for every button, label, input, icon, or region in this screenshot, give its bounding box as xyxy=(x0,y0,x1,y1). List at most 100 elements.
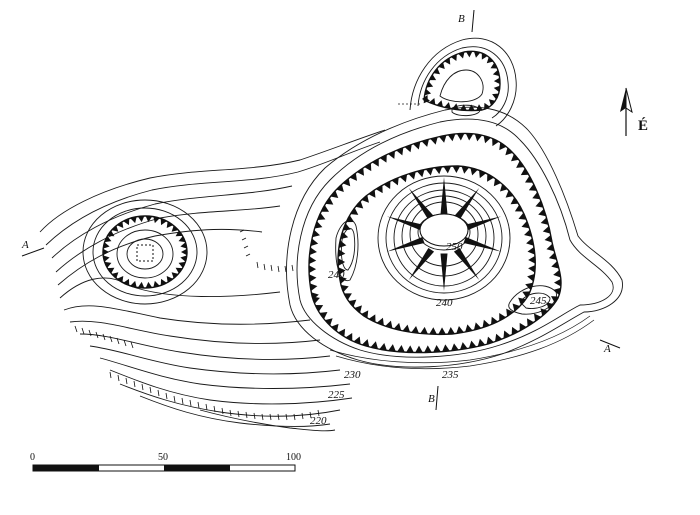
rampart-triangle xyxy=(533,313,542,322)
rampart-triangle xyxy=(145,215,153,223)
northern-rampart-triangles xyxy=(421,51,501,111)
rampart-triangle xyxy=(474,133,483,142)
rampart-triangle xyxy=(450,54,457,62)
rampart-triangle xyxy=(345,332,353,341)
rampart-triangle xyxy=(356,167,365,176)
rampart-triangle xyxy=(420,326,428,335)
rampart-triangle xyxy=(104,235,112,243)
slope-hachures xyxy=(74,229,320,421)
rampart-triangle xyxy=(421,139,429,147)
rampart-triangle xyxy=(408,171,416,180)
rampart-triangle xyxy=(153,216,160,224)
rampart-triangle xyxy=(554,278,562,287)
rampart-triangle xyxy=(516,160,525,168)
rampart-triangle xyxy=(385,320,393,329)
inner-rampart-triangles xyxy=(338,165,536,335)
rampart-triangle xyxy=(434,166,443,175)
star-ray xyxy=(440,177,448,215)
rampart-triangle xyxy=(465,51,473,58)
rampart-triangle xyxy=(505,190,514,198)
rampart-triangle xyxy=(443,166,452,174)
rampart-triangle xyxy=(451,343,459,351)
rampart-triangle xyxy=(364,163,372,172)
rampart-triangle xyxy=(103,242,110,249)
rampart-triangle xyxy=(506,308,514,317)
rampart-triangle xyxy=(346,215,355,223)
rampart-triangle xyxy=(444,57,451,65)
rampart-triangle xyxy=(178,261,186,269)
rampart-triangle xyxy=(130,280,137,288)
rampart-triangle xyxy=(338,249,346,257)
rampart-triangle xyxy=(553,269,561,278)
rampart-triangle xyxy=(397,344,405,353)
rampart-triangle xyxy=(447,327,455,335)
rampart-triangle xyxy=(104,261,112,269)
rampart-triangle xyxy=(491,316,499,325)
rampart-triangle xyxy=(180,255,187,262)
rampart-triangle xyxy=(452,103,459,110)
western-rampart-triangles xyxy=(103,215,187,289)
rampart-triangle xyxy=(393,322,402,331)
rampart-triangle xyxy=(309,265,317,274)
star-ray xyxy=(408,247,435,281)
rampart-triangle xyxy=(460,104,467,111)
rampart-triangle xyxy=(339,276,347,284)
rampart-triangle xyxy=(528,255,536,264)
north-label: É xyxy=(638,117,648,134)
rampart-triangle xyxy=(117,221,124,229)
rampart-triangle xyxy=(438,135,447,143)
rampart-triangle xyxy=(429,327,437,335)
rampart-triangle xyxy=(103,248,109,256)
rampart-triangle xyxy=(123,218,130,226)
rampart-triangle xyxy=(492,69,500,77)
rampart-triangle xyxy=(544,234,553,243)
rampart-triangle xyxy=(473,322,482,331)
rampart-triangle xyxy=(499,142,507,151)
rampart-triangle xyxy=(342,223,351,231)
scale-label-100: 100 xyxy=(286,452,301,463)
rampart-triangle xyxy=(319,311,328,320)
rampart-triangle xyxy=(145,281,153,289)
rampart-triangle xyxy=(546,243,555,252)
rampart-triangle xyxy=(535,200,544,208)
rampart-triangle xyxy=(433,67,441,75)
rampart-triangle xyxy=(426,81,434,88)
rampart-triangle xyxy=(522,291,531,299)
contour-label-230: 230 xyxy=(344,369,361,381)
rampart-triangle xyxy=(348,299,357,308)
rampart-triangle xyxy=(338,258,346,266)
summit-plateau xyxy=(419,213,469,247)
rampart-triangle xyxy=(527,246,535,255)
rampart-triangle xyxy=(379,342,387,351)
rampart-triangle xyxy=(461,166,470,174)
rampart-triangle xyxy=(468,340,477,349)
rampart-triangle xyxy=(551,261,560,269)
rampart-triangle xyxy=(166,275,173,283)
rampart-triangle xyxy=(424,345,432,353)
rampart-triangle xyxy=(430,136,438,145)
rampart-triangle xyxy=(383,181,391,190)
rampart-triangle xyxy=(481,52,488,60)
rampart-triangle xyxy=(388,344,396,352)
rampart-triangle xyxy=(166,221,173,229)
western-enclosure xyxy=(82,199,208,305)
rampart-triangle xyxy=(175,267,183,274)
rampart-triangle xyxy=(396,147,404,156)
rampart-triangle xyxy=(321,205,330,212)
rampart-triangle xyxy=(330,190,339,199)
rampart-triangle xyxy=(510,197,519,205)
scale-bar xyxy=(32,464,296,472)
rampart-triangle xyxy=(368,189,376,198)
rampart-triangle xyxy=(511,153,519,162)
rampart-triangle xyxy=(527,273,535,282)
rampart-triangle xyxy=(130,216,137,224)
rampart-triangle xyxy=(525,175,533,183)
rampart-triangle xyxy=(477,338,486,347)
rampart-triangle xyxy=(429,97,436,105)
rampart-triangle xyxy=(493,178,502,187)
rampart-triangle xyxy=(436,100,443,107)
contour-label-240-inner: 240 xyxy=(436,297,453,309)
main-fortification xyxy=(286,106,623,370)
contour-label-250: 250 xyxy=(446,241,463,253)
rampart-triangle xyxy=(438,62,445,70)
